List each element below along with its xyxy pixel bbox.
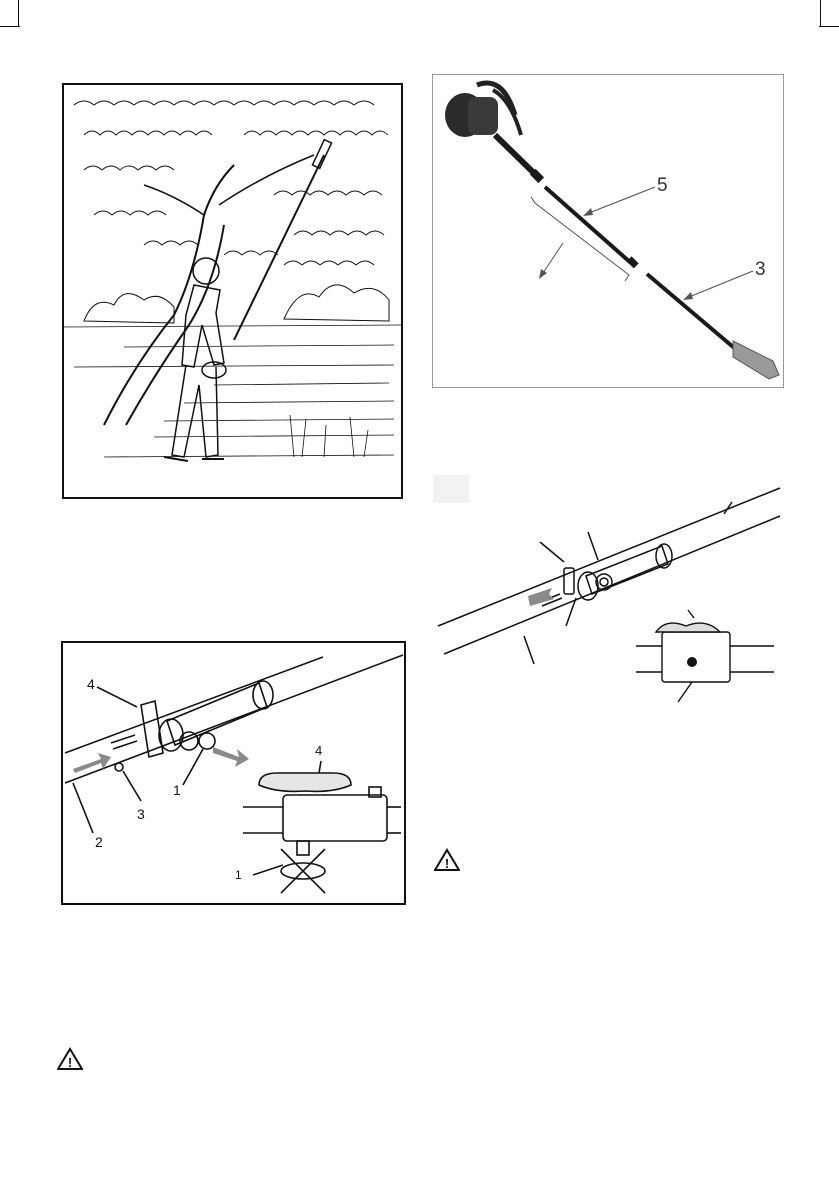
warning-triangle-icon: ! [434, 848, 460, 872]
pole-saw-photo-figure: 5 3 [432, 74, 784, 388]
label-2: 2 [95, 834, 103, 850]
label-4-inset: 4 [315, 743, 322, 758]
svg-text:!: ! [445, 856, 449, 871]
label-3: 3 [755, 259, 766, 280]
engine-unit [445, 83, 521, 137]
crop-mark [820, 0, 821, 26]
label-5: 5 [657, 175, 668, 196]
pull-arrow [213, 747, 249, 767]
label-3: 3 [137, 806, 145, 822]
shaft-joint-detail-a-figure: 4 1 3 2 4 1 [61, 641, 406, 905]
label-1-inset: 1 [235, 868, 242, 882]
svg-text:!: ! [68, 1055, 72, 1070]
crop-mark [0, 26, 20, 27]
operator-pruning-tree-illustration [64, 85, 401, 497]
label-1: 1 [173, 782, 181, 798]
label-4: 4 [87, 676, 95, 692]
warning-triangle-icon: ! [57, 1047, 83, 1071]
operator-scene-figure [62, 83, 403, 499]
insert-arrow [73, 753, 111, 773]
crop-mark [18, 0, 19, 26]
crop-mark [819, 26, 839, 27]
shaft-joint-detail-b-figure [436, 486, 786, 706]
